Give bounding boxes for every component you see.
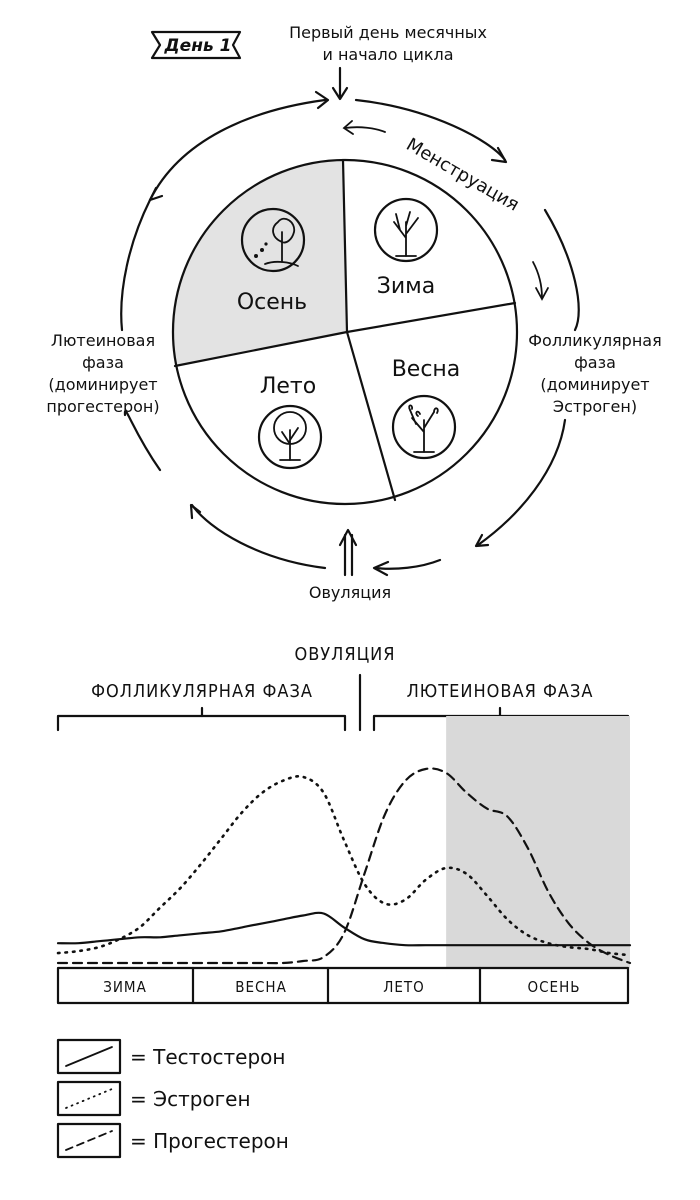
- svg-text:(доминирует: (доминирует: [48, 375, 157, 394]
- legend-estrogen-label: = Эстроген: [130, 1087, 251, 1111]
- legend-progesterone-label: = Прогестерон: [130, 1129, 289, 1153]
- series-line-estrogen: [56, 775, 632, 957]
- winter-label: Зима: [377, 274, 435, 299]
- legend-progesterone: = Прогестерон: [56, 1122, 289, 1159]
- spring-tree-icon: [391, 394, 457, 460]
- chart-ovulation-title: ОВУЛЯЦИЯ: [294, 644, 395, 665]
- start-arrow-icon: [331, 66, 349, 101]
- day-one-text: День 1: [164, 36, 232, 56]
- hormone-curves: [56, 767, 632, 965]
- series-line-progesterone: [56, 767, 632, 965]
- follicular-phase-label: Фолликулярная фаза (доминирует Эстроген): [528, 331, 661, 416]
- legend-estrogen: = Эстроген: [56, 1080, 251, 1117]
- season-wheel: [171, 158, 519, 506]
- first-day-note-line2: и начало цикла: [322, 45, 453, 64]
- ovulation-label: Овуляция: [309, 583, 391, 602]
- summer-tree-icon: [257, 404, 323, 470]
- winter-tree-icon: [373, 197, 439, 263]
- legend: = Тестостерон = Эстроген = Прогестерон: [56, 1038, 289, 1159]
- first-day-note-line1: Первый день месячных: [289, 23, 487, 42]
- autumn-tree-icon: [240, 207, 306, 273]
- season-bar-autumn: ОСЕНЬ: [528, 978, 581, 996]
- svg-text:Фолликулярная: Фолликулярная: [528, 331, 661, 350]
- series-line-testosterone: [56, 911, 632, 947]
- autumn-shaded-region: [446, 716, 630, 968]
- follicular-brace: [56, 706, 347, 732]
- menstruation-arc: Менструация: [342, 120, 549, 301]
- svg-text:фаза: фаза: [574, 353, 616, 372]
- svg-text:прогестерон): прогестерон): [46, 397, 159, 416]
- season-bar-spring: ВЕСНА: [235, 978, 287, 996]
- luteal-phase-heading: ЛЮТЕИНОВАЯ ФАЗА: [407, 681, 594, 702]
- season-bar-winter: ЗИМА: [103, 978, 147, 996]
- autumn-sector-highlight: [171, 160, 347, 366]
- season-bar: ЗИМА ВЕСНА ЛЕТО ОСЕНЬ: [56, 966, 630, 1005]
- svg-text:(доминирует: (доминирует: [540, 375, 649, 394]
- autumn-label: Осень: [237, 290, 307, 315]
- luteal-phase-label: Лютеиновая фаза (доминирует прогестерон): [46, 331, 159, 416]
- svg-text:фаза: фаза: [82, 353, 124, 372]
- outer-cycle-ring: [120, 90, 580, 577]
- ovulation-arrow-icon: [338, 528, 358, 577]
- legend-testosterone: = Тестостерон: [56, 1038, 285, 1075]
- legend-testosterone-label: = Тестостерон: [130, 1045, 285, 1069]
- season-bar-summer: ЛЕТО: [383, 978, 425, 996]
- summer-label: Лето: [260, 374, 316, 399]
- svg-text:Эстроген): Эстроген): [553, 397, 637, 416]
- day-one-badge: День 1: [150, 30, 242, 60]
- follicular-phase-heading: ФОЛЛИКУЛЯРНАЯ ФАЗА: [91, 681, 313, 702]
- spring-label: Весна: [392, 357, 461, 382]
- svg-text:Лютеиновая: Лютеиновая: [51, 331, 155, 350]
